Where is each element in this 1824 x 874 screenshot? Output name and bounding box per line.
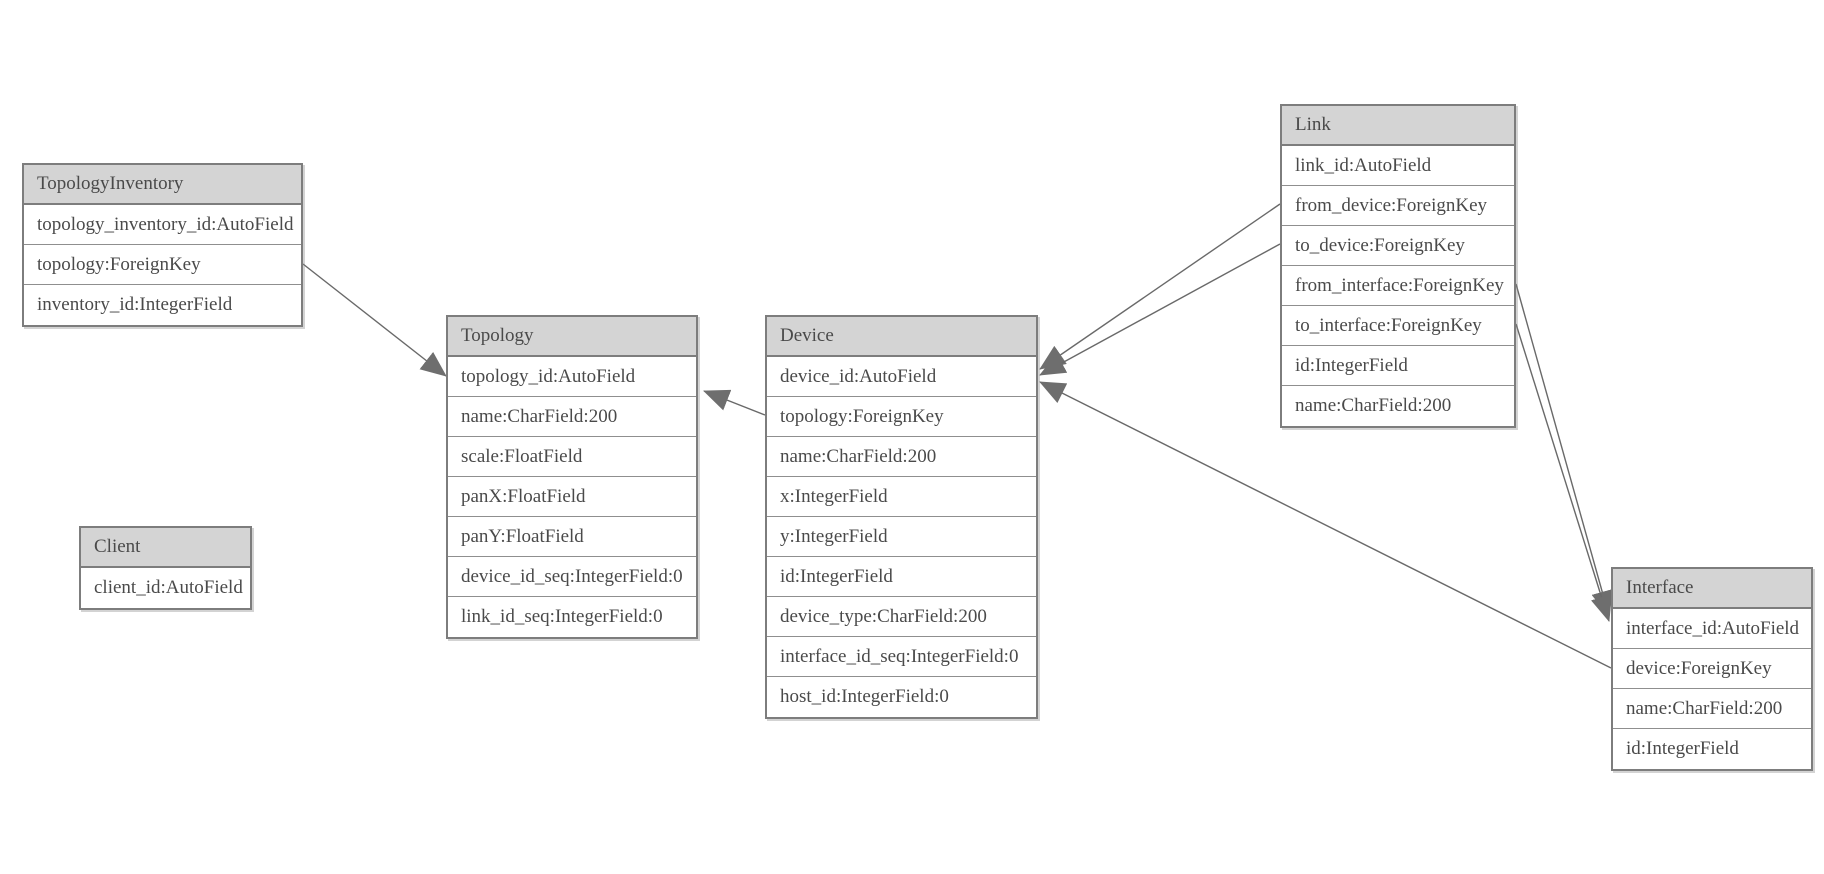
field-row-link: from_device:ForeignKey [1282,186,1514,226]
edge-link-from_interface-to-interface [1515,283,1613,617]
field-row-topology: topology_id:AutoField [448,357,696,397]
model-table-title: Client [81,528,250,568]
field-row-device: name:CharField:200 [767,437,1036,477]
edge-link-to_interface-to-interface [1515,323,1613,622]
field-row-device: interface_id_seq:IntegerField:0 [767,637,1036,677]
field-row-device: y:IntegerField [767,517,1036,557]
field-row-link: to_interface:ForeignKey [1282,306,1514,346]
field-row-interface: interface_id:AutoField [1613,609,1811,649]
table-client: Client client_id:AutoField [79,526,252,610]
model-table-title: Interface [1613,569,1811,609]
model-table-title: TopologyInventory [24,165,301,205]
field-row-client: client_id:AutoField [81,568,250,608]
field-row-topology: scale:FloatField [448,437,696,477]
model-table-title: Topology [448,317,696,357]
field-row-topology: link_id_seq:IntegerField:0 [448,597,696,637]
field-row-interface: id:IntegerField [1613,729,1811,769]
field-row-topology-inventory: inventory_id:IntegerField [24,285,301,325]
field-row-device: x:IntegerField [767,477,1036,517]
field-row-link: to_device:ForeignKey [1282,226,1514,266]
field-row-topology: device_id_seq:IntegerField:0 [448,557,696,597]
model-table-title: Link [1282,106,1514,146]
field-row-link: from_interface:ForeignKey [1282,266,1514,306]
field-row-link: name:CharField:200 [1282,386,1514,426]
field-row-interface: device:ForeignKey [1613,649,1811,689]
field-row-link: link_id:AutoField [1282,146,1514,186]
field-row-device: host_id:IntegerField:0 [767,677,1036,717]
table-topology-inventory: TopologyInventory topology_inventory_id:… [22,163,303,327]
edge-link-from_device-to-device [1039,203,1281,370]
edge-device-topology-to-topology [703,389,766,416]
field-row-interface: name:CharField:200 [1613,689,1811,729]
field-row-device: device_type:CharField:200 [767,597,1036,637]
field-row-topology-inventory: topology:ForeignKey [24,245,301,285]
field-row-topology: panX:FloatField [448,477,696,517]
edge-topologyinventory-topology-to-topology [302,263,447,377]
field-row-link: id:IntegerField [1282,346,1514,386]
model-table-title: Device [767,317,1036,357]
field-row-topology: panY:FloatField [448,517,696,557]
field-row-device: id:IntegerField [767,557,1036,597]
field-row-device: topology:ForeignKey [767,397,1036,437]
field-row-device: device_id:AutoField [767,357,1036,397]
field-row-topology-inventory: topology_inventory_id:AutoField [24,205,301,245]
field-row-topology: name:CharField:200 [448,397,696,437]
edge-link-to_device-to-device [1039,243,1281,376]
